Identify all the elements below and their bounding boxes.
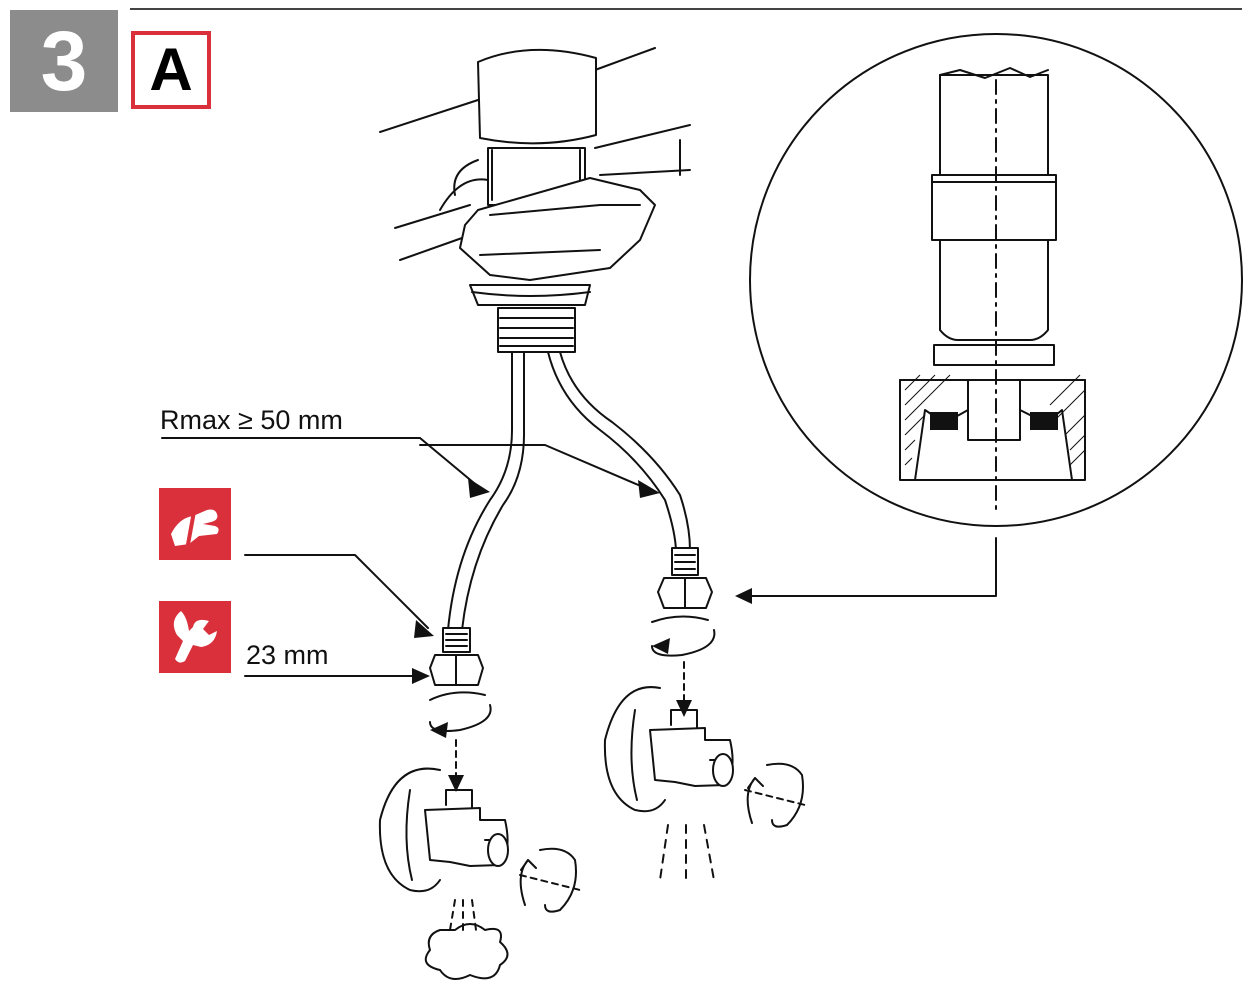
wrench-icon bbox=[159, 601, 231, 673]
step-number-badge: 3 bbox=[10, 10, 118, 112]
rmax-label: Rmax ≥ 50 mm bbox=[160, 405, 343, 435]
left-hose bbox=[447, 351, 526, 631]
right-angle-valve bbox=[603, 686, 806, 886]
rmax-leaders bbox=[161, 437, 651, 491]
left-connection bbox=[244, 554, 484, 686]
detail-circle bbox=[749, 33, 1243, 527]
right-rotation-arrow bbox=[651, 615, 716, 701]
left-angle-valve bbox=[378, 767, 581, 980]
section-hatching bbox=[904, 374, 1086, 466]
right-connection bbox=[657, 537, 997, 609]
faucet-body bbox=[379, 47, 691, 353]
wrench-size-label: 23 mm bbox=[246, 640, 329, 670]
variant-badge: A bbox=[131, 31, 211, 109]
left-rotation-arrow bbox=[429, 691, 492, 776]
right-hose bbox=[547, 351, 691, 551]
header-rule bbox=[130, 8, 1242, 10]
hand-tighten-icon bbox=[159, 488, 231, 560]
